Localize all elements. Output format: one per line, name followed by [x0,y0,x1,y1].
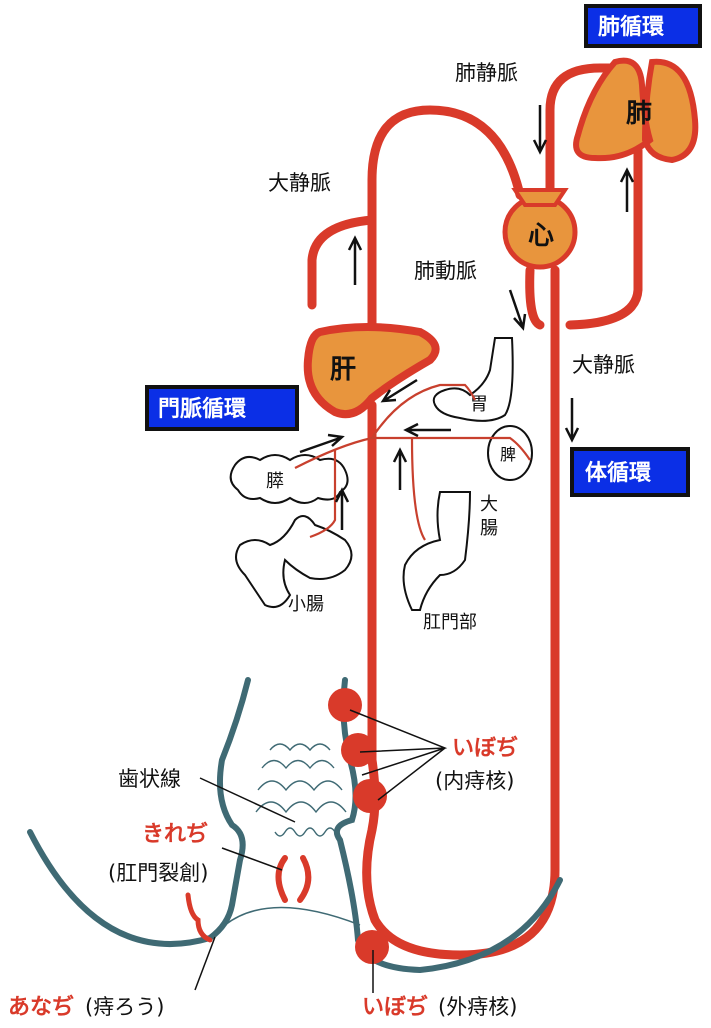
internal-hemorrhoid-2 [341,733,375,767]
portal-circulation-box: 門脈循環 [145,385,299,431]
pulmonary-artery-label: 肺動脈 [414,259,477,283]
liver-label: 肝 [330,355,356,385]
heart-out-vessel [525,265,545,330]
anus-region-label: 肛門部 [423,612,477,633]
small-intestine-label: 小腸 [288,594,324,615]
fistula-mark [185,892,213,943]
arrow-left-icon [403,422,451,438]
arrow-down-icon [508,289,527,331]
fistula-term: (痔ろう) [85,995,164,1019]
liver-shape [303,323,440,419]
lung-shape [573,57,699,164]
dentate-line-label: 歯状線 [118,767,181,791]
arrow-up-icon [392,447,408,490]
vena-cava-right-label: 大静脈 [572,353,635,377]
arrow-left-icon [380,378,418,403]
pulmonary-circulation-box: 肺循環 [584,4,702,48]
arrow-up-icon [334,487,350,530]
fistula-name: あなぢ [8,994,74,1020]
blood-vessels [307,63,643,960]
heart-label: 心 [528,221,554,251]
internal-hemorrhoid-name: いぼぢ [452,735,518,761]
svg-text:門脈循環: 門脈循環 [158,396,247,422]
anal-anatomy [27,677,563,993]
heart-valve [511,188,569,207]
pancreas-label: 膵 [266,471,284,492]
svg-text:体循環: 体循環 [585,460,652,486]
dentate-line-pattern [255,743,347,837]
vena-cava-branch [307,215,377,310]
pulmonary-artery-vessel [545,63,620,195]
external-hemorrhoid-term: (外痔核) [438,995,517,1019]
external-hemorrhoid-name: いぼぢ [362,994,428,1020]
large-intestine-shape [402,491,472,611]
spleen-shape [487,425,533,481]
vena-cava-upper-label: 大静脈 [268,171,331,195]
external-hemorrhoid [355,930,389,964]
arrow-down-icon [564,398,580,443]
small-intestine-shape [235,515,353,608]
pulmonary-vein-label: 肺静脈 [455,61,518,85]
fissure-term: (肛門裂創) [108,861,208,885]
pulmonary-vein-vessel [565,145,643,330]
vena-cava-upper-vessel [367,105,525,335]
systemic-circulation-box: 体循環 [570,447,690,497]
internal-hemorrhoid-1 [328,688,362,722]
systemic-loop-vessel [362,265,560,960]
arrow-down-icon [532,105,548,155]
arrow-up-icon [347,235,363,285]
flow-arrows [299,105,635,530]
fissure-mark [275,855,312,903]
fissure-leader [221,847,283,871]
arrow-up-icon [619,167,635,212]
arrow-right-icon [299,433,345,454]
fissure-name: きれぢ [142,821,208,847]
spleen-label: 脾 [500,445,516,464]
svg-text:肺循環: 肺循環 [598,14,665,40]
internal-hemorrhoid-leader [349,709,448,801]
internal-hemorrhoid-term: (内痔核) [435,769,514,793]
fistula-leader [194,936,216,991]
large-intestine-label: 大腸 [480,494,498,539]
lung-label: 肺 [626,99,652,129]
stomach-shape [432,337,514,422]
dentate-line-leader [199,777,296,823]
pancreas-shape [229,454,349,504]
portal-veins [294,383,531,541]
internal-hemorrhoid-3 [353,779,387,813]
